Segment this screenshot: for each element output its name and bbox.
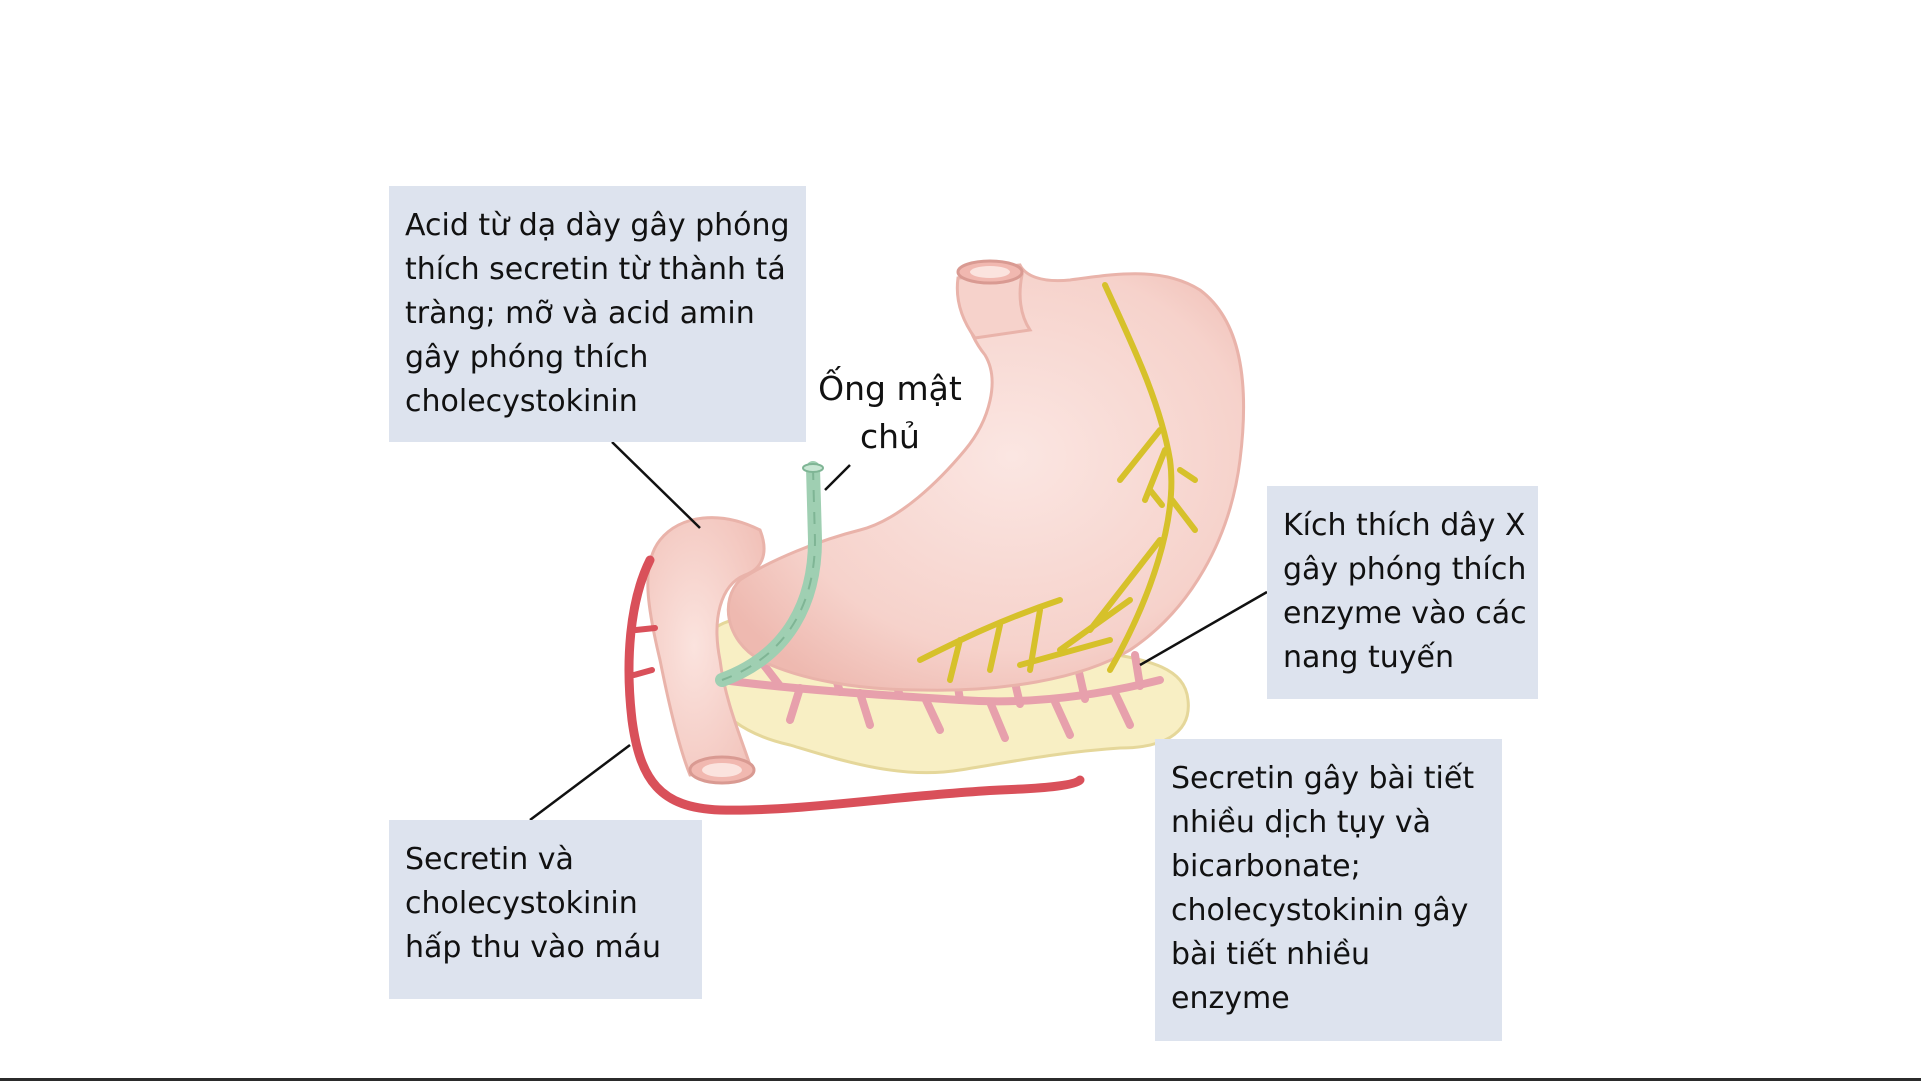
label-line: cholecystokinin xyxy=(405,886,638,921)
label-line: Kích thích dây X xyxy=(1283,508,1526,543)
leader-lines xyxy=(529,441,1268,821)
label-line: nang tuyến xyxy=(1283,640,1454,675)
label-line: enzyme xyxy=(1171,981,1290,1016)
label-blood-absorption: Secretin và cholecystokinin hấp thu vào … xyxy=(389,820,702,999)
label-line: cholecystokinin xyxy=(405,384,638,419)
label-line: cholecystokinin gây xyxy=(1171,893,1469,928)
label-line: bicarbonate; xyxy=(1171,849,1361,884)
label-line: Acid từ dạ dày gây phóng xyxy=(405,208,790,243)
vagus-nerve xyxy=(917,282,1198,683)
label-line: bài tiết nhiều xyxy=(1171,937,1370,972)
label-line: tràng; mỡ và acid amin xyxy=(405,296,755,331)
label-common-bile-duct: Ống mật chủ xyxy=(800,365,980,461)
stomach xyxy=(726,263,1246,692)
label-line: Secretin gây bài tiết xyxy=(1171,761,1475,796)
label-vagus-stimulation: Kích thích dây X gây phóng thích enzyme … xyxy=(1267,486,1538,699)
label-line: hấp thu vào máu xyxy=(405,930,661,965)
label-acid-secretin: Acid từ dạ dày gây phóng thích secretin … xyxy=(389,186,806,442)
label-line: nhiều dịch tụy và xyxy=(1171,805,1431,840)
label-line: enzyme vào các xyxy=(1283,596,1527,631)
label-line: gây phóng thích xyxy=(405,340,649,375)
label-line: Ống mật xyxy=(818,369,962,408)
esophagus xyxy=(955,273,1033,340)
label-line: thích secretin từ thành tá xyxy=(405,252,786,287)
label-line: chủ xyxy=(860,417,920,456)
label-line: gây phóng thích xyxy=(1283,552,1527,587)
label-line: Secretin và xyxy=(405,842,574,877)
duodenum xyxy=(646,516,766,777)
bottom-edge-bar xyxy=(0,1078,1921,1081)
blood-vessel xyxy=(624,555,1085,815)
label-pancreatic-secretion: Secretin gây bài tiết nhiều dịch tụy và … xyxy=(1155,739,1502,1041)
